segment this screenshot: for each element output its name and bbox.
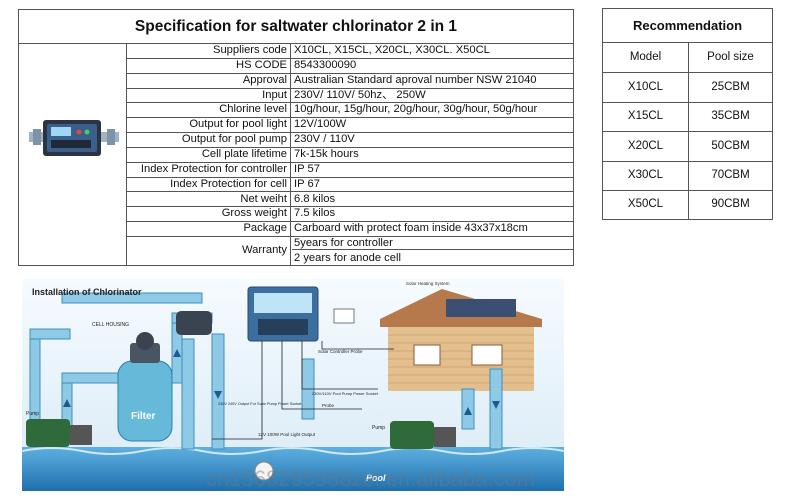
- pool-size-cell: 70CBM: [711, 168, 750, 181]
- spec-table: Specification for saltwater chlorinator …: [18, 9, 574, 266]
- left-pump: [26, 419, 92, 447]
- spec-label: Index Protection for cell: [127, 176, 291, 192]
- product-image-cell: [19, 43, 127, 265]
- solar-probe-label: Solar Controller Probe: [318, 349, 363, 354]
- pool-size-cell: 50CBM: [711, 139, 750, 152]
- model-cell: X50CL: [603, 190, 689, 220]
- warranty-label: Warranty: [127, 236, 291, 265]
- recommendation-row: X20CL 50CBM: [603, 131, 772, 162]
- spec-value: 8543300090: [294, 58, 357, 71]
- filter-tank: [117, 332, 173, 442]
- right-pump-label: Pump: [372, 425, 385, 431]
- spec-label: Input: [127, 87, 291, 103]
- spec-value: 12V/100W: [294, 118, 347, 131]
- recommendation-row: X30CL 70CBM: [603, 160, 772, 191]
- diagram-title: Installation of Chlorinator: [32, 287, 142, 297]
- solar-socket-label: 230V 240V Output For Solar Pump Power So…: [218, 402, 302, 406]
- recommendation-row: X50CL 90CBM: [603, 190, 772, 220]
- spec-label: Output for pool pump: [127, 132, 291, 147]
- spec-label: Output for pool light: [127, 117, 291, 133]
- spec-label: Approval: [127, 72, 291, 88]
- spec-value: Australian Standard aproval number NSW 2…: [294, 73, 537, 86]
- flow-arrows: [63, 349, 500, 415]
- recommendation-header-row: Model Pool size: [603, 43, 772, 73]
- light-label: 12V 100W Pool Light Output: [258, 432, 316, 437]
- spec-value: IP 57: [294, 162, 320, 175]
- spec-label: Gross weight: [127, 206, 291, 222]
- spec-value: 10g/hour, 15g/hour, 20g/hour, 30g/hour, …: [294, 103, 538, 116]
- spec-value: IP 67: [294, 177, 320, 190]
- pool-label: Pool: [366, 473, 386, 483]
- model-cell: X30CL: [603, 160, 689, 190]
- diagram-controller: [247, 286, 319, 342]
- spec-value: X10CL, X15CL, X20CL, X30CL. X50CL: [294, 44, 490, 56]
- spec-title: Specification for saltwater chlorinator …: [19, 10, 573, 44]
- left-pump-label: Pump: [26, 411, 39, 417]
- pool-size-cell: 90CBM: [711, 198, 750, 211]
- warranty-cell: 2 years for anode cell: [294, 252, 401, 264]
- right-pump: [390, 421, 456, 449]
- spec-value: 7k-15k hours: [294, 147, 359, 160]
- spec-label: Index Protection for controller: [127, 161, 291, 177]
- recommendation-title: Recommendation: [603, 9, 772, 43]
- filter-label: Filter: [131, 411, 156, 422]
- pool-light: [254, 461, 274, 481]
- model-cell: X20CL: [603, 131, 689, 161]
- watermark: cn1568295988zel.en.alibaba.com: [206, 466, 536, 491]
- spec-label: Chlorine level: [127, 102, 291, 118]
- pool-size-cell: 25CBM: [711, 81, 750, 93]
- chlorinator-controller-image: [29, 120, 119, 156]
- wires: [212, 341, 394, 440]
- spec-label: Net weiht: [127, 191, 291, 207]
- probe-label: Probe: [322, 403, 335, 408]
- spec-value: 6.8 kilos: [294, 192, 336, 205]
- spec-value: 230V / 110V: [294, 133, 355, 146]
- spec-label: Package: [127, 221, 291, 237]
- recommendation-row: X10CL 25CBM: [603, 73, 772, 103]
- recommendation-row: X15CL 35CBM: [603, 102, 772, 133]
- cell-housing-label: CELL HOUSING: [92, 322, 129, 328]
- spec-label: Cell plate lifetime: [127, 146, 291, 162]
- recommendation-table: Recommendation Model Pool size X10CL 25CB…: [602, 8, 773, 220]
- spec-value: 230V/ 110V/ 50hz、 250W: [294, 88, 426, 101]
- power-socket: [333, 308, 355, 324]
- spec-label: HS CODE: [127, 57, 291, 73]
- solar-panel: [446, 299, 516, 317]
- spec-value: Carboard with protect foam inside 43x37x…: [294, 222, 528, 235]
- spec-label: Suppliers code: [127, 43, 291, 58]
- pool-size-header: Pool size: [707, 51, 754, 63]
- pump-power-label: 230V/110V Pool Pump Power Socket: [312, 391, 379, 396]
- model-cell: X10CL: [603, 73, 689, 102]
- spec-value: 7.5 kilos: [294, 207, 336, 220]
- solar-label: Solar Heating System: [406, 281, 450, 286]
- model-cell: X15CL: [603, 102, 689, 132]
- pool-size-cell: 35CBM: [711, 110, 750, 123]
- house: [380, 289, 542, 391]
- installation-diagram: Solar Heating System Filter Pump Pump CE…: [22, 279, 564, 491]
- model-header: Model: [603, 43, 689, 72]
- cell-housing: [176, 311, 212, 335]
- warranty-controller: 5years for controller: [292, 236, 573, 250]
